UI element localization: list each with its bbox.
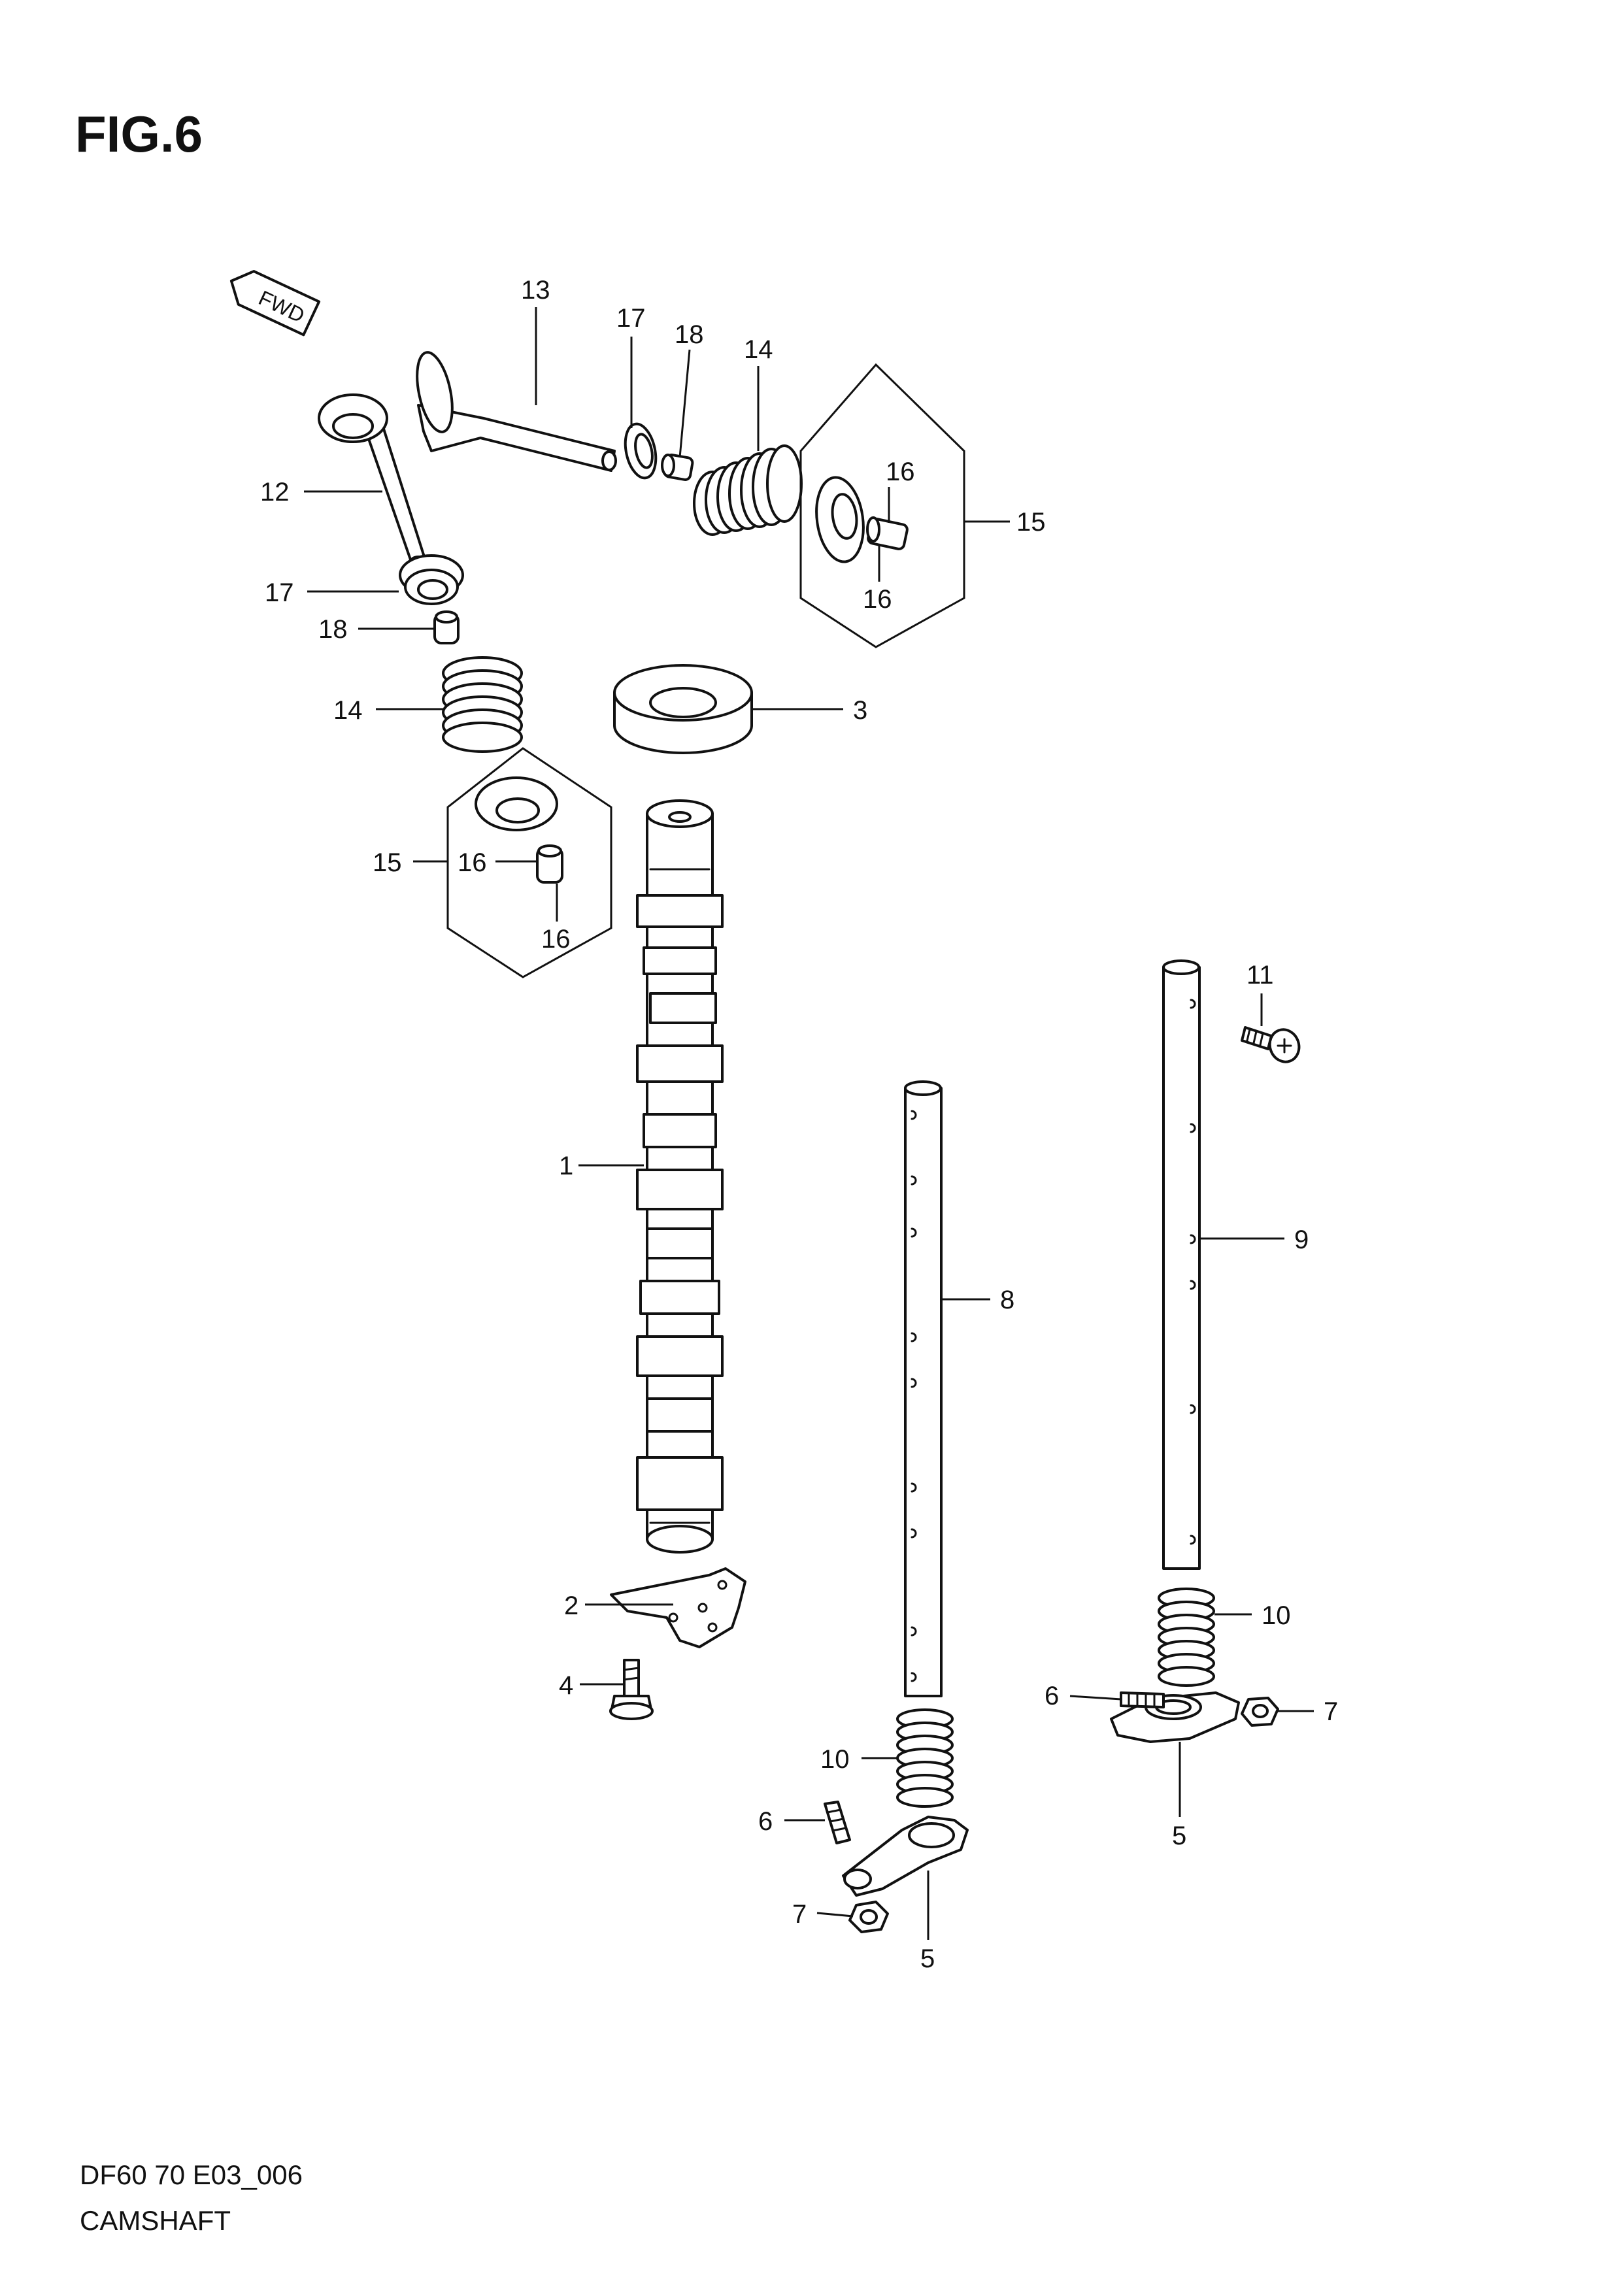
rocker-shaft-9 [1162, 959, 1201, 1570]
valve-spring-14-lower [442, 656, 523, 753]
callout-14-lower: 14 [333, 696, 363, 725]
valve-seal-17-lower [399, 554, 464, 605]
valve-12 [318, 393, 427, 569]
nut-7-middle [848, 1901, 889, 1933]
adjusting-screw-6-middle [824, 1801, 851, 1844]
figure-name: CAMSHAFT [80, 2205, 231, 2236]
retainer-kit-15-top [799, 363, 965, 648]
callout-16-b: 16 [863, 585, 892, 614]
callout-12: 12 [260, 478, 290, 507]
callout-15-top: 15 [1016, 508, 1046, 537]
callout-2: 2 [564, 1591, 578, 1620]
thrust-plate-2 [610, 1567, 746, 1648]
nut-7-right [1241, 1697, 1279, 1727]
callout-11: 11 [1247, 961, 1274, 990]
fwd-arrow-icon: FWD [229, 270, 321, 337]
callout-18-top: 18 [675, 320, 704, 349]
cotter-18-lower [433, 610, 460, 644]
valve-13 [416, 351, 617, 472]
callout-4: 4 [559, 1671, 573, 1700]
figure-title: FIG.6 [75, 105, 203, 163]
retainer-kit-15-lower [446, 747, 612, 978]
adjusting-screw-6-right [1120, 1691, 1165, 1708]
callout-18-lower: 18 [318, 615, 348, 644]
valve-seal-17-top [624, 422, 658, 480]
oil-seal-3 [613, 664, 753, 754]
callout-8: 8 [1000, 1286, 1014, 1314]
cotter-18-top [661, 454, 694, 481]
callout-3: 3 [853, 696, 867, 725]
callout-6-middle: 6 [758, 1807, 773, 1836]
callout-16-a: 16 [886, 458, 915, 486]
camshaft-1 [636, 799, 724, 1554]
callout-labels: 13 17 18 14 16 15 16 12 17 18 14 3 15 16… [260, 276, 1338, 1973]
rocker-spring-10-right [1158, 1588, 1215, 1687]
callout-17-top: 17 [616, 304, 646, 333]
callout-9: 9 [1294, 1225, 1309, 1254]
callout-1: 1 [559, 1152, 573, 1180]
valve-spring-14-top [693, 444, 803, 536]
callout-15-lower: 15 [373, 848, 402, 877]
callout-16-c: 16 [458, 848, 487, 877]
figure-code: DF60 70 E03_006 [80, 2159, 303, 2190]
callout-6-right: 6 [1045, 1682, 1059, 1710]
callout-10-right: 10 [1262, 1601, 1291, 1630]
callout-14-top: 14 [744, 335, 773, 364]
callout-16-d: 16 [541, 925, 571, 954]
rocker-spring-10-middle [896, 1708, 954, 1808]
callout-13: 13 [521, 276, 550, 305]
callout-17-lower: 17 [265, 578, 294, 607]
callout-10-middle: 10 [820, 1745, 850, 1774]
callout-5-middle: 5 [920, 1944, 935, 1973]
callout-7-middle: 7 [792, 1900, 807, 1929]
bolt-4 [609, 1659, 654, 1720]
rocker-arm-5-middle [842, 1816, 969, 1897]
leader-lines [304, 307, 1314, 1940]
rocker-shaft-8 [904, 1080, 943, 1697]
callout-7-right: 7 [1324, 1697, 1338, 1726]
screw-11 [1241, 1026, 1301, 1063]
callout-5-right: 5 [1172, 1822, 1186, 1850]
